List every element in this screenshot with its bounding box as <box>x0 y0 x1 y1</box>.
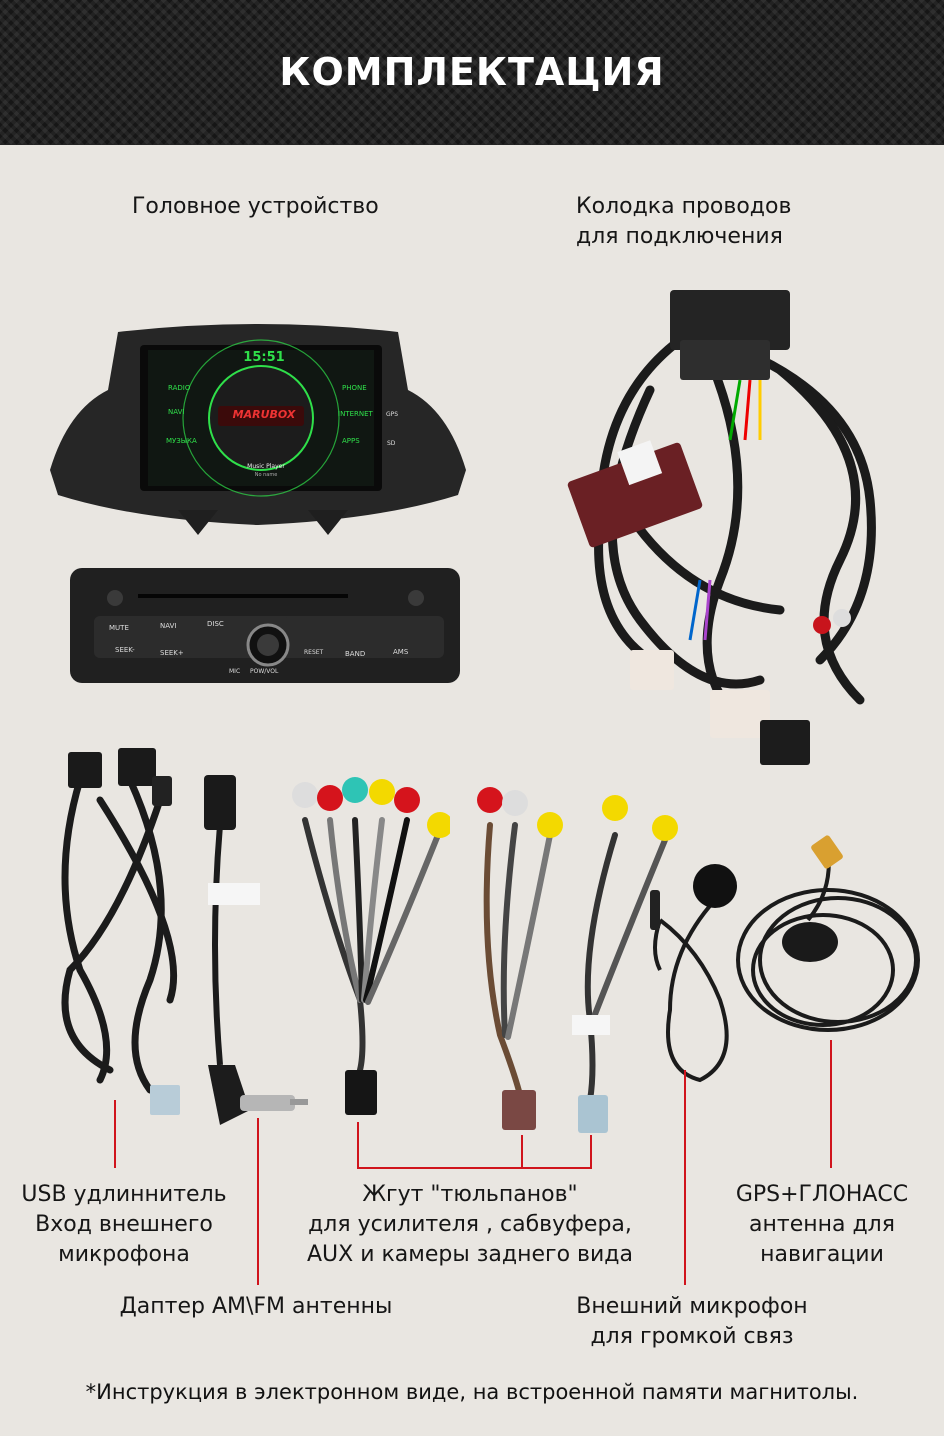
panel-btn-disc: DISC <box>207 620 224 628</box>
callout-line-gps <box>830 1040 832 1168</box>
device-clock: 15:51 <box>243 350 285 365</box>
gps-label-line3: навигации <box>760 1242 884 1267</box>
harness-label-line1: Колодка проводов <box>576 194 792 219</box>
device-menu-radio: RADIO <box>168 384 191 392</box>
device-menu-internet: INTERNET <box>338 410 373 418</box>
device-menu-music: МУЗЫКА <box>166 437 197 445</box>
gps-antenna-image <box>736 835 920 1032</box>
device-menu-navi: NAVI <box>168 408 185 416</box>
device-brand: MARUBOX <box>232 408 296 421</box>
panel-btn-navi: NAVI <box>160 622 177 630</box>
callout-line-mic <box>684 1070 686 1285</box>
rca-harness-1-image <box>292 777 450 1115</box>
callout-line-rca-1 <box>357 1122 359 1168</box>
rca-harness-2-image <box>477 787 563 1130</box>
panel-btn-seek-minus: SEEK- <box>115 646 135 654</box>
panel-btn-ams: AMS <box>393 648 409 656</box>
rca-label-line1: Жгут "тюльпанов" <box>362 1182 578 1207</box>
gps-label-line2: антенна для <box>749 1212 895 1237</box>
callout-line-rca-2 <box>521 1135 523 1168</box>
device-player-sub: No name <box>254 472 278 478</box>
device-side-gps: GPS <box>386 411 399 418</box>
head-unit-image <box>50 324 466 683</box>
header-banner: КОМПЛЕКТАЦИЯ <box>0 0 944 145</box>
callout-line-usb <box>114 1100 116 1168</box>
harness-label-line2: для подключения <box>576 224 783 249</box>
rca-label-line3: AUX и камеры заднего вида <box>306 1242 633 1267</box>
wiring-harness-image <box>567 290 876 765</box>
gps-label-line1: GPS+ГЛОНАСС <box>735 1182 909 1207</box>
device-menu-phone: PHONE <box>342 384 367 392</box>
panel-btn-seek-plus: SEEK+ <box>160 649 184 657</box>
usb-label-line3: микрофона <box>58 1242 190 1267</box>
callout-line-rca-bar <box>357 1167 592 1169</box>
panel-btn-band: BAND <box>345 650 366 658</box>
device-player-title: Music Player <box>247 463 285 470</box>
fm-adapter-image <box>204 775 308 1125</box>
callout-line-rca-3 <box>590 1135 592 1168</box>
panel-btn-mute: MUTE <box>109 624 129 632</box>
mic-label-line2: для громкой связ <box>590 1324 794 1349</box>
rca-label-line2: для усилителя , сабвуфера, <box>308 1212 632 1237</box>
page-title: КОМПЛЕКТАЦИЯ <box>279 50 665 94</box>
device-side-sd: SD <box>387 440 396 447</box>
adapter-label: Даптер AM\FM антенны <box>119 1294 393 1319</box>
instruction-note: *Инструкция в электронном виде, на встро… <box>85 1380 859 1404</box>
mic-label-line1: Внешний микрофон <box>576 1294 808 1319</box>
panel-knob-label: POW/VOL <box>250 668 279 675</box>
rca-harness-3-image <box>572 795 678 1133</box>
device-menu-apps: APPS <box>342 437 360 445</box>
panel-btn-reset: RESET <box>304 649 324 656</box>
usb-label-line1: USB удлиннитель <box>21 1182 227 1207</box>
usb-cable-image <box>61 748 180 1115</box>
callout-line-adapter <box>257 1118 259 1285</box>
panel-mic-label: MIC <box>229 668 241 675</box>
microphone-image <box>650 864 737 1083</box>
head-unit-label: Головное устройство <box>132 194 379 219</box>
usb-label-line2: Вход внешнего <box>35 1212 213 1237</box>
